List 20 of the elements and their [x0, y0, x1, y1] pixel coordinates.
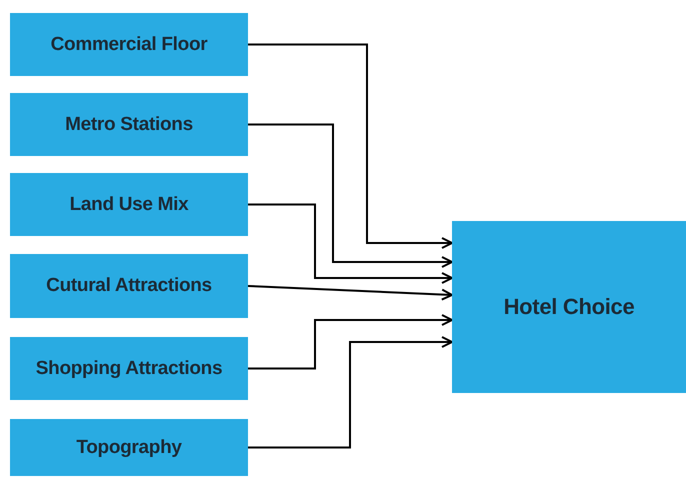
- box-label: Topography: [76, 436, 182, 458]
- factor-box: [10, 93, 248, 156]
- box-label: Commercial Floor: [50, 34, 208, 56]
- box-label: Shopping Attractions: [36, 358, 222, 380]
- box-label: Cutural Attractions: [46, 275, 212, 297]
- target-box: [452, 221, 686, 393]
- box-label: Land Use Mix: [70, 194, 188, 216]
- box-label: Hotel Choice: [504, 294, 634, 320]
- connector-arrow: [248, 124, 453, 268]
- factor-box: [10, 173, 248, 236]
- connector-arrow: [248, 204, 453, 284]
- box-label: Metro Stations: [65, 114, 193, 136]
- factor-box: [10, 254, 248, 318]
- factor-box: [10, 337, 248, 400]
- connector-arrow: [248, 285, 453, 301]
- factor-box: [10, 13, 248, 76]
- connector-arrow: [248, 44, 453, 249]
- connector-arrow: [248, 336, 453, 448]
- connector-arrow: [248, 314, 453, 370]
- factor-box: [10, 419, 248, 476]
